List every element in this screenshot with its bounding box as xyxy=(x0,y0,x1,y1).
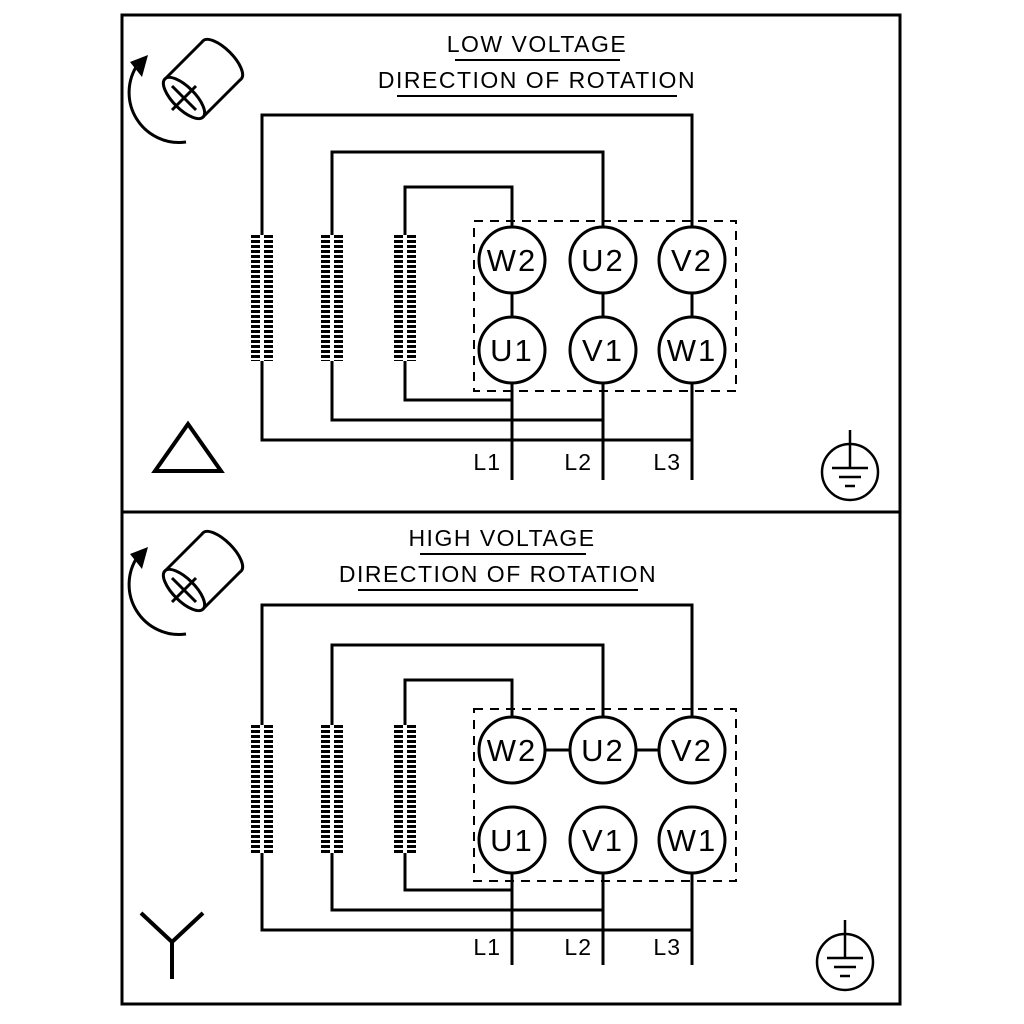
diagram-frame xyxy=(120,13,902,1006)
terminal-circle xyxy=(657,225,727,295)
wire-u2-coil xyxy=(330,643,605,725)
terminal-v2: V2 xyxy=(657,225,727,295)
winding-coil xyxy=(394,235,416,361)
wire-coil-w1 xyxy=(260,361,692,442)
wire-coil-v1 xyxy=(330,853,603,912)
supply-label-l3: L3 xyxy=(653,934,681,960)
winding-coil xyxy=(251,725,273,853)
terminal-circle xyxy=(568,315,638,385)
phase-wiring xyxy=(260,113,694,480)
terminal-board-outline xyxy=(473,708,737,882)
earth-ground-icon xyxy=(820,428,880,502)
terminal-u1: U1 xyxy=(477,805,547,875)
terminal-label: V2 xyxy=(671,733,713,768)
terminal-circle xyxy=(568,225,638,295)
wire-v2-coil xyxy=(260,603,694,725)
terminal-label: W1 xyxy=(667,333,718,368)
terminal-label: U2 xyxy=(581,733,625,768)
star-symbol xyxy=(139,911,205,979)
terminal-circle xyxy=(568,715,638,785)
winding-coil xyxy=(321,235,343,361)
phase-wiring xyxy=(260,603,694,965)
terminal-u1: U1 xyxy=(477,315,547,385)
panel-subtitle: DIRECTION OF ROTATION xyxy=(339,561,657,587)
terminal-circle xyxy=(477,315,547,385)
terminal-label: W2 xyxy=(487,243,538,278)
terminal-circle xyxy=(477,225,547,295)
terminal-label: V1 xyxy=(582,333,624,368)
terminal-u2: U2 xyxy=(568,225,638,295)
panel-title: LOW VOLTAGE xyxy=(447,31,628,57)
terminal-board-outline xyxy=(473,220,737,392)
panel-subtitle: DIRECTION OF ROTATION xyxy=(378,67,696,93)
terminal-circle xyxy=(657,315,727,385)
supply-label-l3: L3 xyxy=(653,449,681,475)
winding-coil xyxy=(394,725,416,853)
winding-coil xyxy=(321,725,343,853)
terminal-circle xyxy=(477,805,547,875)
terminal-label: U2 xyxy=(581,243,625,278)
supply-label-l1: L1 xyxy=(473,934,501,960)
terminal-v2: V2 xyxy=(657,715,727,785)
terminal-circle xyxy=(568,805,638,875)
wire-u2-coil xyxy=(330,150,605,235)
terminal-w1: W1 xyxy=(657,805,727,875)
earth-ground-icon xyxy=(815,918,875,992)
wire-coil-v1 xyxy=(330,361,603,422)
terminal-label: U1 xyxy=(490,333,534,368)
terminal-circle xyxy=(477,715,547,785)
wire-w2-coil xyxy=(403,678,514,725)
terminal-w2: W2 xyxy=(477,225,547,295)
wire-coil-w1 xyxy=(260,853,692,932)
wire-w2-coil xyxy=(403,185,514,235)
supply-label-l2: L2 xyxy=(564,934,592,960)
wire-coil-u1 xyxy=(403,853,512,892)
supply-label-l2: L2 xyxy=(564,449,592,475)
terminal-label: V1 xyxy=(582,823,624,858)
terminal-label: V2 xyxy=(671,243,713,278)
terminal-v1: V1 xyxy=(568,805,638,875)
wire-coil-u1 xyxy=(403,361,512,402)
delta-symbol xyxy=(151,420,225,473)
wire-v2-coil xyxy=(260,113,694,235)
rotation-direction-icon xyxy=(127,523,251,636)
terminal-circle xyxy=(657,715,727,785)
terminal-label: W1 xyxy=(667,823,718,858)
supply-label-l1: L1 xyxy=(473,449,501,475)
terminal-w1: W1 xyxy=(657,315,727,385)
panel-title: HIGH VOLTAGE xyxy=(408,525,595,551)
rotation-direction-icon xyxy=(127,31,251,144)
terminal-u2: U2 xyxy=(568,715,638,785)
terminal-circle xyxy=(657,805,727,875)
terminal-w2: W2 xyxy=(477,715,547,785)
terminal-label: W2 xyxy=(487,733,538,768)
terminal-v1: V1 xyxy=(568,315,638,385)
terminal-label: U1 xyxy=(490,823,534,858)
winding-coil xyxy=(251,235,273,361)
high-voltage-panel: HIGH VOLTAGE DIRECTION OF ROTATION W2 U2 xyxy=(127,523,875,992)
low-voltage-panel: LOW VOLTAGE DIRECTION OF ROTATION W2 xyxy=(127,31,880,502)
